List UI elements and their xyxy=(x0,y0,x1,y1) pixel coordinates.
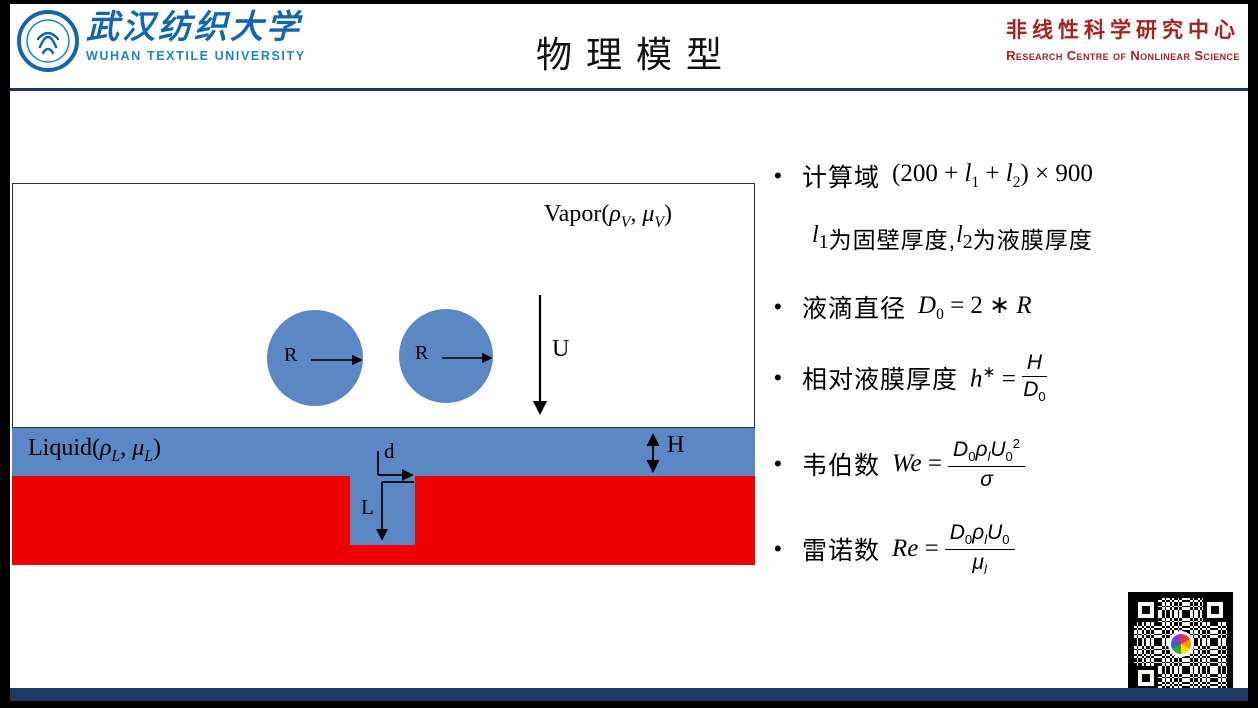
vapor-region xyxy=(12,183,755,428)
bullet-relative-film-thickness: • 相对液膜厚度 h∗ = H D0 xyxy=(774,350,1048,406)
research-centre-en: Research Centre of Nonlinear Science xyxy=(1006,48,1240,63)
bullet-label: 相对液膜厚度 xyxy=(802,366,959,394)
university-name: 武汉纺织大学 WUHAN TEXTILE UNIVERSITY xyxy=(86,10,306,63)
impact-velocity-label: U xyxy=(552,336,570,362)
film-thickness-label: H xyxy=(667,432,685,458)
qr-code xyxy=(1128,592,1233,696)
liquid-film-region xyxy=(12,428,755,476)
droplet-radius-label-1: R xyxy=(284,344,298,366)
slide: 武汉纺织大学 WUHAN TEXTILE UNIVERSITY 物理模型 非线性… xyxy=(10,4,1248,701)
bullet-marker: • xyxy=(774,365,782,390)
bullet-weber-number: • 韦伯数 We = D0ρlU02 σ xyxy=(774,436,1026,492)
bullet-label: 计算域 xyxy=(802,164,881,192)
diameter-formula: D0 = 2 ∗ R xyxy=(918,292,1032,323)
page-title: 物理模型 xyxy=(535,34,736,75)
research-centre-cn: 非线性科学研究中心 xyxy=(1006,19,1240,42)
university-logo-icon xyxy=(16,9,80,73)
research-centre-header: 非线性科学研究中心 Research Centre of Nonlinear S… xyxy=(1006,14,1240,63)
university-name-en: WUHAN TEXTILE UNIVERSITY xyxy=(86,49,306,63)
relative-thickness-fraction: H D0 xyxy=(1021,351,1048,405)
physical-model-diagram: Vapor(ρV, μV) Liquid(ρL, μL) R R U H d L xyxy=(12,183,755,565)
bullet-thickness-note: l1 为固壁厚度, l2 为液膜厚度 xyxy=(812,222,1093,254)
wall-thickness-symbol: l1 xyxy=(812,222,829,253)
bullet-marker: • xyxy=(774,163,782,188)
film-thickness-text: 为液膜厚度 xyxy=(972,227,1093,253)
bullet-label: 韦伯数 xyxy=(802,452,881,480)
footer-bar xyxy=(10,688,1248,701)
reynolds-formula: Re = xyxy=(892,535,939,562)
reynolds-fraction: D0ρlU0 μl xyxy=(944,521,1015,578)
liquid-label: Liquid(ρL, μL) xyxy=(28,435,161,465)
droplet-radius-label-2: R xyxy=(415,342,429,364)
bullet-droplet-diameter: • 液滴直径 D0 = 2 ∗ R xyxy=(774,289,1032,325)
weber-formula: We = xyxy=(892,450,943,477)
university-name-cn: 武汉纺织大学 xyxy=(86,10,302,46)
groove-region xyxy=(350,476,415,545)
bullet-label: 液滴直径 xyxy=(802,295,907,323)
qr-finder-bottom-left xyxy=(1134,666,1158,690)
qr-finder-top-left xyxy=(1134,598,1158,622)
vapor-label: Vapor(ρV, μV) xyxy=(544,201,672,231)
groove-width-label: d xyxy=(384,439,395,463)
bullet-marker: • xyxy=(774,294,782,319)
relative-thickness-formula: h∗ = xyxy=(970,363,1016,393)
domain-formula: (200 + l1 + l2) × 900 xyxy=(892,160,1093,191)
header-divider xyxy=(10,88,1248,91)
bullet-marker: • xyxy=(774,451,782,476)
weber-fraction: D0ρlU02 σ xyxy=(948,436,1026,491)
bullet-reynolds-number: • 雷诺数 Re = D0ρlU0 μl xyxy=(774,521,1015,577)
wall-thickness-text: 为固壁厚度, xyxy=(828,227,957,253)
qr-finder-top-right xyxy=(1203,598,1227,622)
groove-depth-label: L xyxy=(361,495,374,519)
bullet-computational-domain: • 计算域 (200 + l1 + l2) × 900 xyxy=(774,158,1093,194)
bullet-label: 雷诺数 xyxy=(802,537,881,565)
film-thickness-symbol: l2 xyxy=(956,222,973,253)
qr-center-logo xyxy=(1167,631,1194,657)
bullet-marker: • xyxy=(774,536,782,561)
